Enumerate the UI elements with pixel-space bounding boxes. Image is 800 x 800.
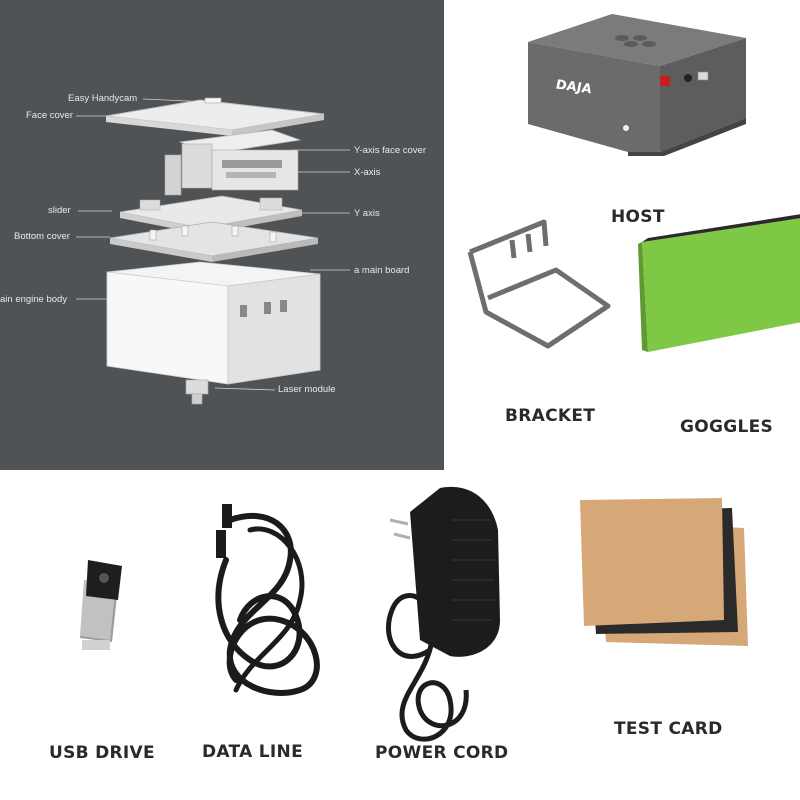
callout-laser-module: Laser module (278, 384, 336, 395)
host-brand-logo: DAJA (556, 77, 592, 98)
goggles-label: GOGGLES (680, 417, 774, 437)
usb-drive-label: USB DRIVE (49, 743, 155, 763)
callout-y-axis: Y axis (354, 208, 380, 219)
goggles-illustration (638, 214, 800, 352)
data-line-illustration (215, 504, 320, 696)
callout-y-axis-face-cover: Y-axis face cover (354, 145, 426, 156)
callout-face-cover: Face cover (26, 110, 73, 121)
bracket-illustration (467, 219, 611, 349)
callout-easy-handycam: Easy Handycam (68, 93, 138, 104)
data-line-label: DATA LINE (202, 742, 303, 762)
callout-x-axis: X-axis (354, 167, 381, 178)
usb-drive-illustration (80, 560, 122, 650)
bracket-label: BRACKET (505, 406, 596, 426)
power-cord-illustration (385, 486, 500, 742)
callout-bottom-cover: Bottom cover (14, 231, 70, 242)
callout-main-board: a main board (354, 265, 410, 276)
callout-main-engine-body: ain engine body (0, 294, 68, 305)
test-card-illustration (580, 498, 748, 646)
test-card-label: TEST CARD (614, 719, 723, 739)
host-label: HOST (611, 207, 665, 227)
exploded-diagram-panel: Easy Handycam Face cover Y-axis face cov… (0, 0, 444, 470)
callout-slider: slider (48, 205, 71, 216)
power-cord-label: POWER CORD (375, 743, 509, 763)
exploded-diagram-illustration (76, 97, 350, 405)
